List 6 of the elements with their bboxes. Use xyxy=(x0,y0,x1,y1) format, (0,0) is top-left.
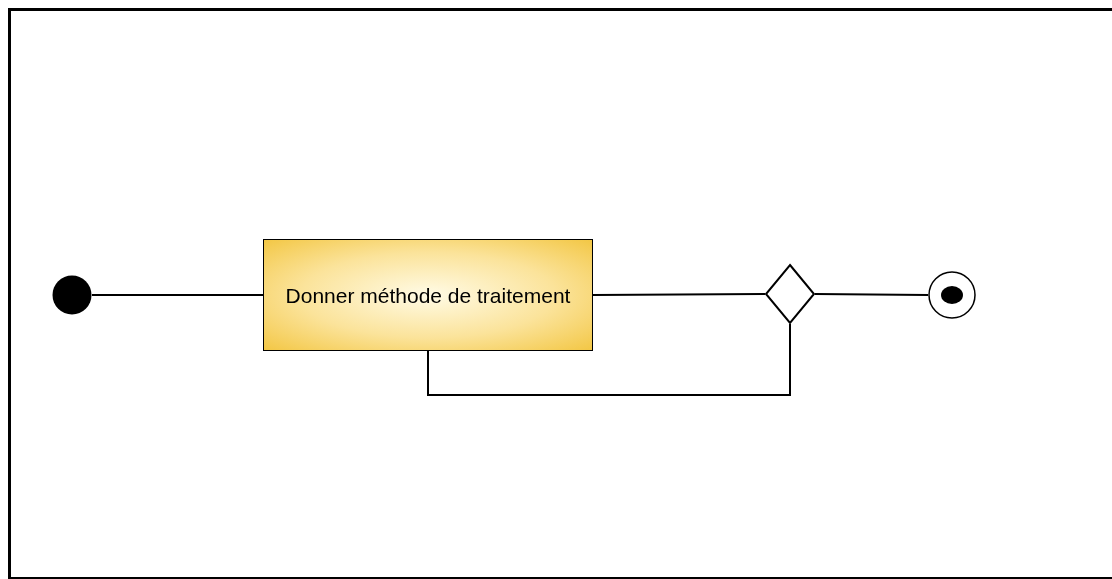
activity-box xyxy=(263,239,593,351)
connector-line xyxy=(91,294,264,296)
connector-line xyxy=(427,323,791,396)
connector-line xyxy=(592,293,766,296)
activity-label: Donner méthode de traitement xyxy=(284,282,572,309)
connector-line xyxy=(814,293,929,296)
